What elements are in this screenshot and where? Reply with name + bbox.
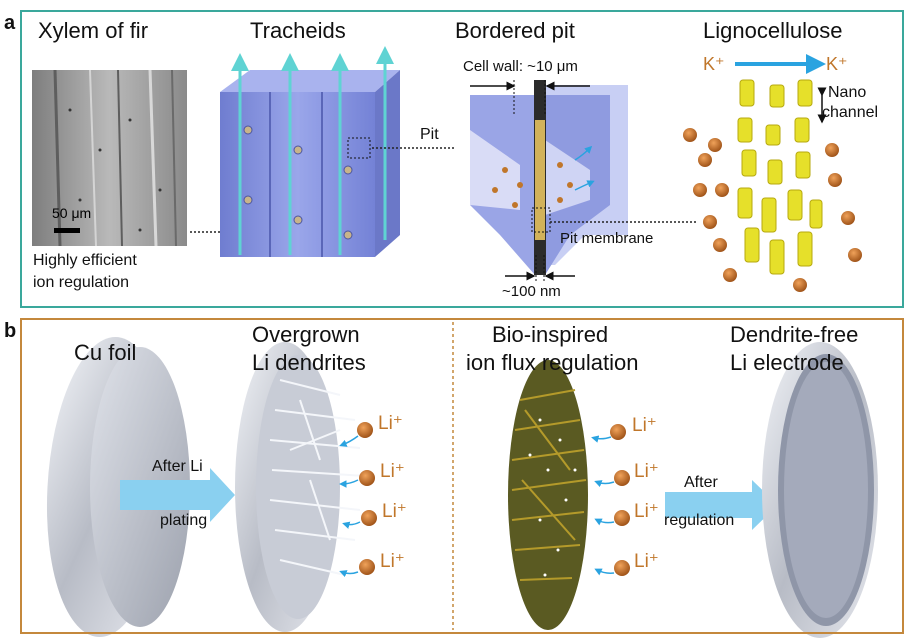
pit-label: Pit	[420, 126, 439, 143]
ion-out-label: K⁺	[826, 54, 848, 74]
li-ion-label-6: Li⁺	[634, 461, 659, 482]
nano-channel-line1: Nano	[828, 84, 867, 101]
li-ion-label-2: Li⁺	[380, 461, 405, 482]
li-ion-label-5: Li⁺	[632, 415, 657, 436]
pit-width-label: ~100 nm	[502, 283, 561, 300]
after-regulation-arrow	[665, 480, 778, 530]
panel-b-label: b	[4, 320, 17, 342]
ion-in-label: K⁺	[703, 54, 725, 74]
bio-inspired-title-line1: Bio-inspired	[492, 322, 609, 347]
after-li-line2: plating	[160, 512, 208, 529]
overgrown-title-line2: Li dendrites	[252, 350, 366, 375]
li-ions-left	[339, 422, 377, 578]
nano-channel-line2: channel	[822, 104, 879, 121]
lignocellulose-illustration	[683, 54, 862, 292]
li-ion-label-3: Li⁺	[382, 501, 407, 522]
panel-a-label: a	[4, 12, 16, 34]
lignocellulose-title: Lignocellulose	[703, 18, 843, 43]
li-ion-label-7: Li⁺	[634, 501, 659, 522]
after-regulation-line1: After	[684, 474, 718, 491]
li-ion-label-4: Li⁺	[380, 551, 405, 572]
after-li-line1: After Li	[152, 458, 203, 475]
dendrite-disk	[235, 342, 366, 632]
xylem-title: Xylem of fir	[38, 18, 149, 43]
panel-a	[20, 10, 904, 308]
dendrite-free-disk	[762, 342, 878, 638]
li-ions-right	[591, 424, 630, 576]
cu-foil-title: Cu foil	[74, 340, 137, 365]
li-ion-label-8: Li⁺	[634, 551, 659, 572]
pit-membrane-label: Pit membrane	[560, 230, 654, 247]
bio-inspired-title-line2: ion flux regulation	[466, 350, 639, 375]
tracheids-title: Tracheids	[250, 18, 346, 43]
sem-image	[32, 69, 187, 247]
after-plating-arrow	[120, 468, 235, 522]
xylem-caption-line2: ion regulation	[33, 274, 130, 291]
scale-bar-label: 50 μm	[52, 205, 92, 221]
bordered-pit-illustration	[460, 80, 628, 275]
bordered-pit-title: Bordered pit	[455, 18, 575, 43]
xylem-caption-line1: Highly efficient	[33, 252, 137, 269]
panel-b	[20, 318, 904, 634]
cell-wall-label: Cell wall: ~10 μm	[463, 58, 578, 75]
cu-foil-disk	[46, 337, 190, 637]
tracheids-illustration	[220, 46, 400, 257]
after-regulation-line2: regulation	[664, 512, 735, 529]
dendrite-free-title-line1: Dendrite-free	[730, 322, 859, 347]
overgrown-title-line1: Overgrown	[252, 322, 360, 347]
li-ion-label-1: Li⁺	[378, 413, 403, 434]
dendrite-free-title-line2: Li electrode	[730, 350, 844, 375]
bio-inspired-disk	[508, 360, 588, 630]
